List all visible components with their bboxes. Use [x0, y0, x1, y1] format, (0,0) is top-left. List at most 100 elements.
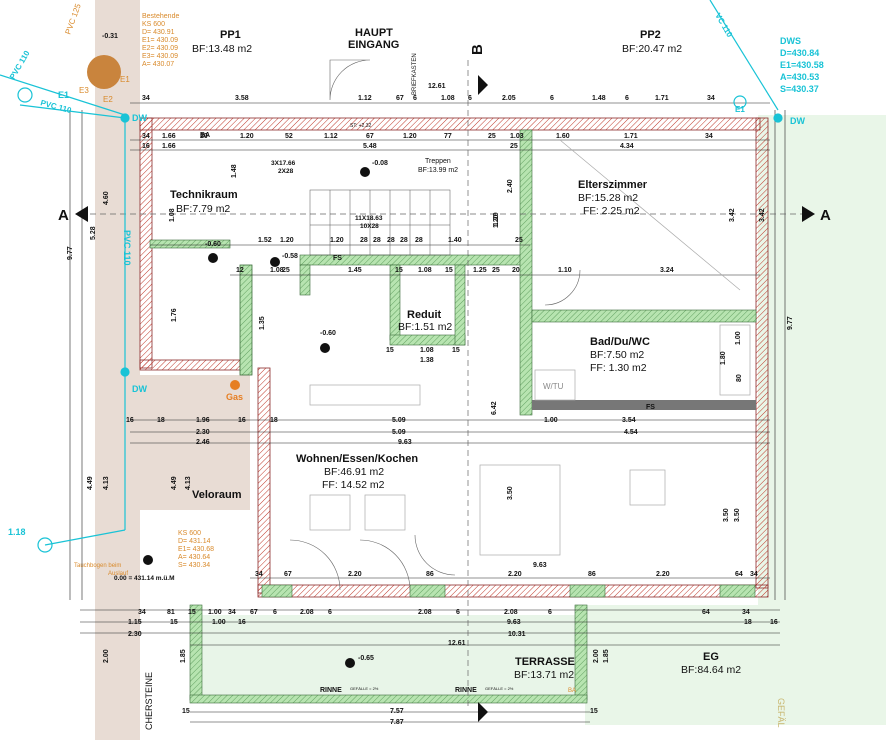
pvc110-vert-label: PVC 110	[122, 230, 132, 266]
dim-row2-4: 52	[285, 133, 293, 140]
dim-mid-3: 28	[360, 237, 368, 244]
dim-bottom2-14: 34	[742, 609, 750, 616]
section-b-top: B	[469, 44, 486, 55]
pvc110-left2-label: PVC 110	[39, 98, 72, 115]
dim-row_fs-5: 1.08	[418, 267, 432, 274]
dim-vert_left-1: 5.28	[90, 226, 97, 240]
dim-bottom3-2: 1.00	[212, 619, 226, 626]
dim-top-12: 34	[707, 95, 715, 102]
dim-row2-8: 77	[444, 133, 452, 140]
dim-vert_right-6: 3.50	[723, 508, 730, 522]
dim-mid-4: 28	[373, 237, 381, 244]
dim-terr-2: 15	[182, 708, 190, 715]
room-eg-name: EG	[703, 651, 719, 663]
dim-vert_left-5: 4.49	[171, 476, 178, 490]
gefaelle-label-1: GEFÄLLE = 2%	[350, 686, 379, 691]
shaft-ks600	[87, 55, 121, 89]
dim-bottom3-6: 16	[770, 619, 778, 626]
dim-vert_misc-6: 1.20	[493, 214, 500, 228]
dim-living-2: 1.96	[196, 417, 210, 424]
dim-terr-3: 15	[590, 708, 598, 715]
room-terrasse-area: BF:13.71 m2	[514, 669, 574, 681]
section-arrow-a-left	[75, 206, 88, 222]
dim-mid-8: 1.40	[448, 237, 462, 244]
dim-row_fs-4: 15	[395, 267, 403, 274]
dws-l3: E1=430.58	[780, 60, 824, 70]
room-bad-name: Bad/Du/WC	[590, 336, 650, 348]
level-minus060a: -0.60	[205, 241, 221, 248]
fs-label-1: FS	[333, 255, 342, 262]
dim-vert_misc-3: 1.35	[259, 316, 266, 330]
dim-bottom2-8: 6	[328, 609, 332, 616]
dim-row_fs-7: 1.25	[473, 267, 487, 274]
ks-bottom-l4: A= 430.64	[178, 554, 210, 561]
dim-vert_misc-11: 2.00	[593, 649, 600, 663]
dim-row_fs-6: 15	[445, 267, 453, 274]
small-st-label: ST: +2.32	[350, 123, 371, 129]
dim-living-0: 16	[126, 417, 134, 424]
ks-bottom-l2: D= 431.14	[178, 538, 211, 545]
dim-top-4: 6	[413, 95, 417, 102]
dim-bad_row-1: 3.54	[622, 417, 636, 424]
dim-row2b-0: 16	[142, 143, 150, 150]
level-reference: 0.00 = 431.14 m.ü.M	[114, 575, 175, 582]
dim-bottom2-4: 34	[228, 609, 236, 616]
dim-bottom2-11: 2.08	[504, 609, 518, 616]
dim-vert_misc-5: 1.20	[493, 212, 500, 226]
haupt-line1: HAUPT	[355, 27, 393, 39]
dim-vert_left-3: 4.49	[87, 476, 94, 490]
interior-walls	[149, 129, 757, 704]
chersteine-label: CHERSTEINE	[144, 672, 154, 730]
room-technik-area: BF:7.79 m2	[176, 203, 230, 215]
room-bad-ff: FF: 1.30 m2	[590, 362, 647, 374]
stairs1-label: 3X17.66	[271, 160, 296, 167]
dw-label-1: DW	[132, 113, 147, 123]
dim-mid-5: 28	[387, 237, 395, 244]
ks-top-info: Bestehende KS 600 D= 430.91 E1= 430.09 E…	[142, 13, 179, 68]
dim-row_fs-10: 1.10	[558, 267, 572, 274]
rinne-label-2: RINNE	[455, 687, 477, 694]
dim-row2-6: 67	[366, 133, 374, 140]
dim-bottom2-5: 67	[250, 609, 258, 616]
dim-row_fs-9: 20	[512, 267, 520, 274]
left118-label: 1.18	[8, 527, 26, 537]
room-eltern-name: Elterszimmer	[578, 179, 648, 191]
dim-vert_left-6: 4.13	[185, 476, 192, 490]
dim-top-2: 1.12	[358, 95, 372, 102]
dim-terr-0: 7.57	[390, 708, 404, 715]
dim-top-6: 6	[468, 95, 472, 102]
dim-vert_misc-9: 2.00	[103, 649, 110, 663]
dim-row2-5: 1.12	[324, 133, 338, 140]
ks-bottom-l5: S= 430.34	[178, 562, 210, 569]
dim-vert_misc-4: 2.40	[507, 179, 514, 193]
dim-vert_right-7: 3.50	[734, 508, 741, 522]
dim-mid-7: 28	[415, 237, 423, 244]
dim-top-9: 1.48	[592, 95, 606, 102]
dim-vert_misc-12: 1.85	[603, 649, 610, 663]
dim-top-8: 6	[550, 95, 554, 102]
section-a-left: A	[58, 207, 69, 224]
dim-row_fs-3: 1.45	[348, 267, 362, 274]
dim-bottom2-13: 64	[702, 609, 710, 616]
ks-top-l3: E1= 430.09	[142, 37, 178, 44]
tauch-label: Tauchbogen beim	[74, 563, 121, 569]
dim-bottom3-3: 16	[238, 619, 246, 626]
level-minus065: -0.65	[358, 655, 374, 662]
dim-terr-1: 7.87	[390, 719, 404, 726]
section-arrow-b-bottom	[478, 702, 488, 722]
dim-row2-1: 1.66	[162, 133, 176, 140]
dim-vert_right-0: 3.42	[729, 208, 736, 222]
dim-top-1: 3.58	[235, 95, 249, 102]
dim-bottom1-5: 86	[588, 571, 596, 578]
ba-label-1: BA	[200, 132, 210, 139]
dim-bottom1-2: 2.20	[348, 571, 362, 578]
dim-row_fs-11: 3.24	[660, 267, 674, 274]
dim-top-0: 34	[142, 95, 150, 102]
dws-l5: S=430.37	[780, 84, 819, 94]
dim-vert_right-2: 9.77	[787, 316, 794, 330]
dim-bottom2-1: 81	[167, 609, 175, 616]
dim-bottom1-7: 64	[735, 571, 743, 578]
dws-l1: DWS	[780, 36, 801, 46]
